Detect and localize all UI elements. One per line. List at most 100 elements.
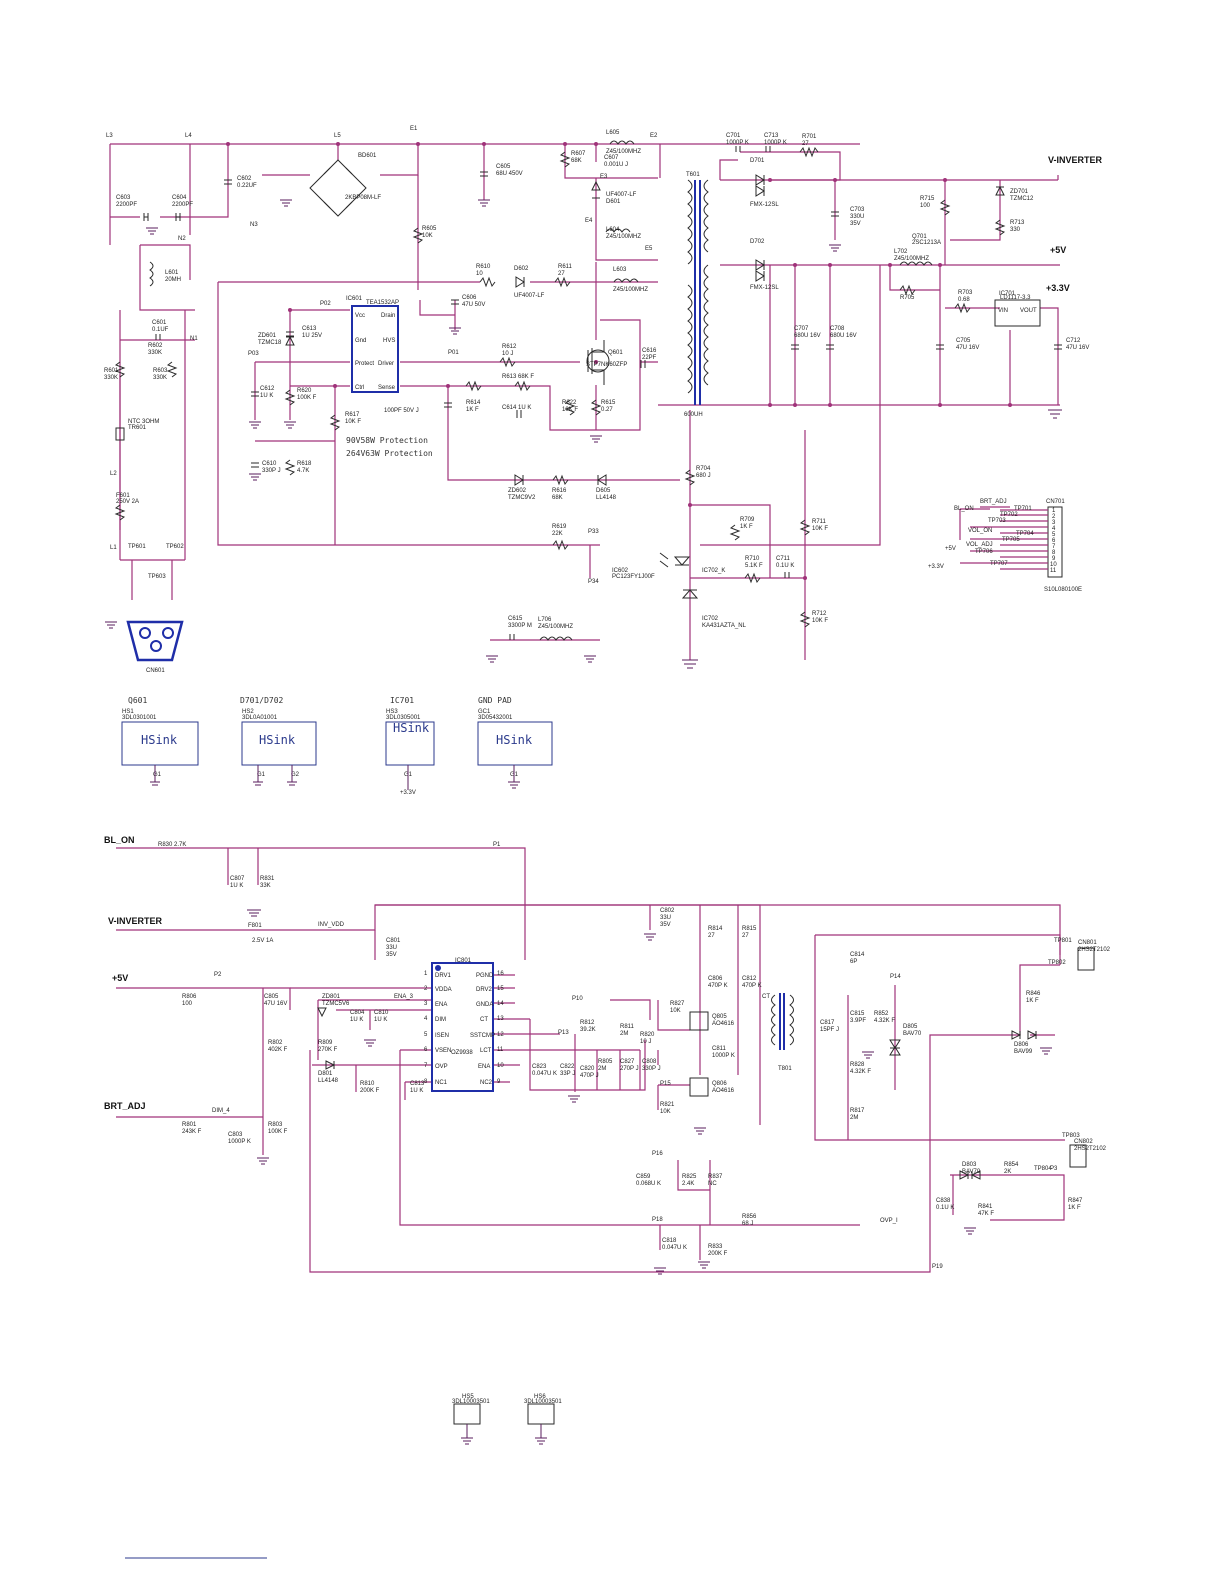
ic801-pin-numbers: 1 2 3 4 5 6 7 8 16 15 14 13 12 11 10 9 (424, 971, 504, 1085)
net-E4: E4 (585, 218, 593, 224)
svg-text:P03: P03 (248, 351, 259, 357)
svg-text:DIM: DIM (435, 1017, 446, 1023)
svg-text:Drain: Drain (381, 313, 395, 319)
svg-text:ENA: ENA (478, 1064, 490, 1070)
svg-text:R705: R705 (900, 295, 915, 301)
svg-text:6: 6 (424, 1047, 428, 1053)
svg-text:VIN: VIN (998, 308, 1008, 314)
net-E2: E2 (650, 133, 658, 139)
output-v-inverter: V-INVERTER (1048, 155, 1103, 165)
net-E5: E5 (645, 246, 653, 252)
svg-text:ISEN: ISEN (435, 1033, 449, 1039)
svg-text:Vcc: Vcc (355, 313, 365, 319)
protection-note-1: 90V58W Protection (346, 436, 428, 445)
svg-text:2: 2 (424, 986, 428, 992)
svg-text:HS1: HS1 (122, 709, 134, 715)
svg-text:13: 13 (497, 1016, 504, 1022)
svg-text:TP802: TP802 (1048, 960, 1066, 966)
bridge-ref: BD601 (358, 153, 377, 159)
net-L2: L2 (110, 471, 117, 477)
bottom-wires (116, 847, 1065, 1273)
net-labels: L3 L4 L5 E1 E2 E3 E4 E5 N3 N2 N1 L2 L1 V… (106, 126, 1103, 551)
svg-text:16: 16 (497, 971, 504, 977)
svg-text:TR601: TR601 (128, 425, 147, 431)
connector-cn601: CN601 (126, 620, 184, 674)
svg-text:8: 8 (1052, 550, 1056, 556)
ic602-ref: IC602 (612, 568, 629, 574)
svg-text:R613 68K F: R613 68K F (502, 374, 534, 380)
svg-text:TP703: TP703 (988, 518, 1006, 524)
svg-text:+3.3V: +3.3V (400, 790, 416, 796)
bottom-schematic: IC801 OZ9938 DRV1 VDDA ENA DIM ISEN VSEN… (104, 835, 1111, 1559)
ic701-ref: IC701 (999, 291, 1016, 297)
svg-text:BRT_ADJ: BRT_ADJ (980, 499, 1007, 505)
svg-text:TP706: TP706 (975, 549, 993, 555)
svg-text:DRV2: DRV2 (476, 987, 493, 993)
svg-text:14: 14 (497, 1001, 504, 1007)
svg-text:ENA_3: ENA_3 (394, 994, 414, 1000)
svg-text:FMX-12SL: FMX-12SL (750, 202, 779, 208)
svg-text:P01: P01 (448, 350, 459, 356)
svg-text:NC1: NC1 (435, 1080, 448, 1086)
svg-text:P3: P3 (1050, 1166, 1058, 1172)
output-3v3: +3.3V (1046, 283, 1070, 293)
svg-text:5: 5 (1052, 532, 1056, 538)
svg-text:HSink: HSink (496, 733, 533, 747)
svg-text:CT: CT (480, 1017, 488, 1023)
svg-text:G1: G1 (257, 772, 266, 778)
svg-text:OVP_I: OVP_I (880, 1218, 898, 1224)
svg-text:GNDA: GNDA (476, 1002, 493, 1008)
svg-text:DIM_4: DIM_4 (212, 1108, 230, 1114)
svg-text:TP704: TP704 (1016, 531, 1034, 537)
input-bl-on: BL_ON (104, 835, 135, 845)
t601-ref: T601 (686, 172, 700, 178)
svg-text:IC701: IC701 (390, 696, 414, 705)
svg-text:Q601: Q601 (128, 696, 147, 705)
ic702: IC702_K IC702 KA431AZTA_NL (681, 568, 747, 629)
svg-text:6: 6 (1052, 538, 1056, 544)
svg-text:Protect: Protect (355, 361, 374, 367)
svg-text:1: 1 (424, 971, 428, 977)
ic701-part: LD1117-3.3 (1000, 295, 1031, 301)
svg-text:2.5V 1A: 2.5V 1A (252, 938, 273, 944)
ground-symbols-bottom (247, 909, 1052, 1275)
svg-text:10: 10 (1050, 562, 1057, 568)
svg-text:F601: F601 (116, 493, 130, 499)
bottom-diodes (317, 1007, 1038, 1180)
svg-text:Z45/100MHZ: Z45/100MHZ (606, 149, 641, 155)
svg-text:CT: CT (762, 994, 770, 1000)
